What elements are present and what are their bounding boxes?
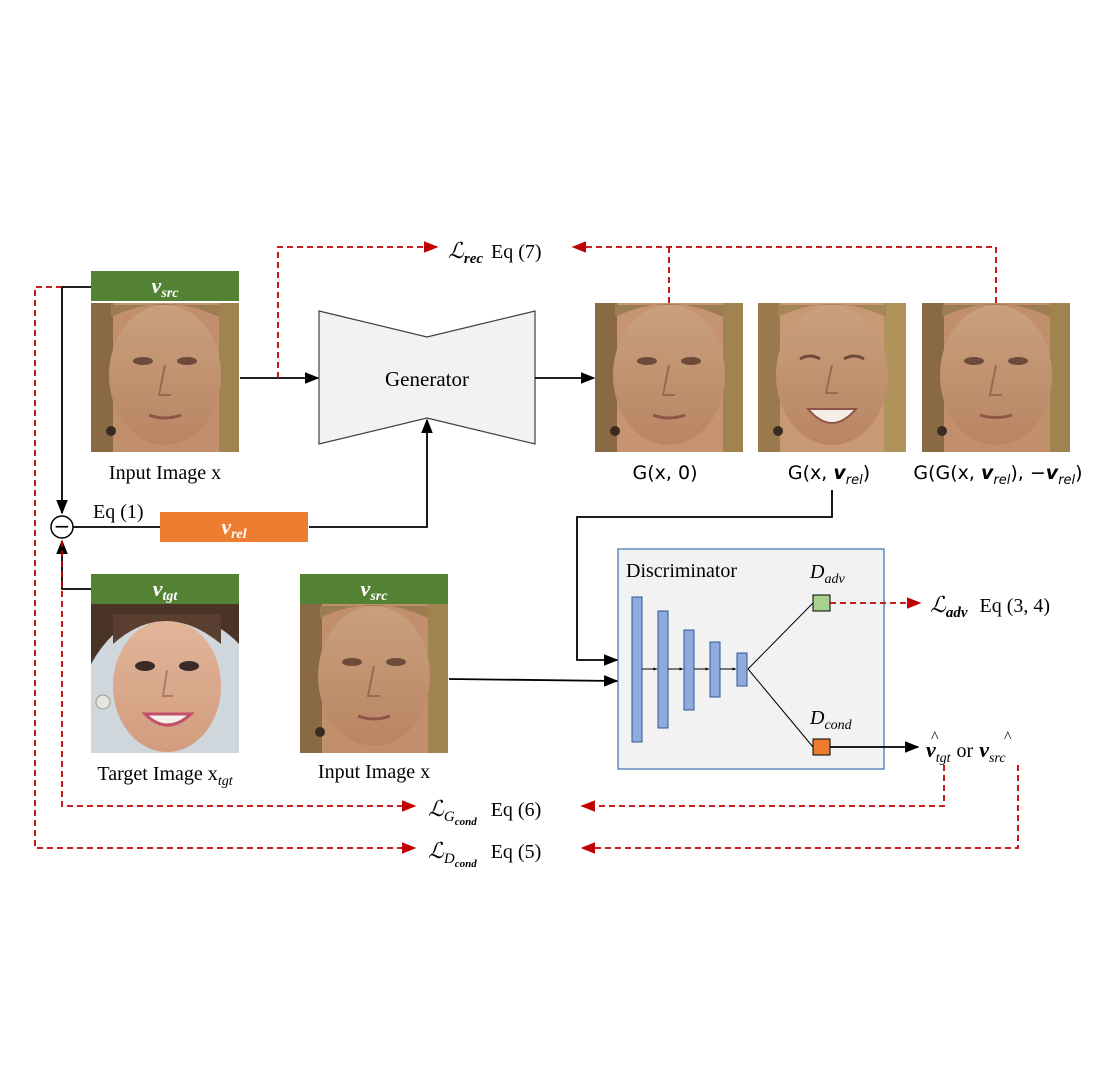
v-src-bar-bottom-label: vsrc [361, 576, 389, 604]
arrow-vsrc-to-subtract [56, 286, 91, 515]
v-rel-bar-label: vrel [221, 514, 246, 542]
output-caption-cycle: G(G(x, vrel), −vrel) [913, 462, 1082, 488]
generator-block [318, 310, 536, 445]
v-src-bar-bottom [300, 574, 448, 604]
d-adv-node [812, 594, 831, 612]
disc-layer-3 [683, 629, 695, 711]
dcond-loss-label: ℒDcondEq (5) [428, 838, 541, 870]
target-image-caption: Target Image xtgt [97, 763, 233, 789]
generator-label: Generator [385, 367, 469, 391]
arrow-vrel-to-generator [309, 418, 433, 528]
output-caption-reconstructed: G(x, 0) [633, 462, 698, 484]
disc-layer-5 [736, 652, 748, 687]
v-rel-bar [160, 512, 308, 542]
disc-layer-4 [709, 641, 721, 698]
v-src-bar-top-label: vsrc [152, 273, 180, 301]
arrow-vtgt-to-subtract [56, 539, 91, 590]
output-face-smiling [758, 303, 906, 452]
v-tgt-bar-label: vtgt [153, 576, 179, 604]
cond-hat-2: ^ [1004, 729, 1012, 746]
arrow-real-to-discriminator [448, 675, 619, 687]
output-caption-smiling: G(x, vrel) [788, 462, 870, 488]
rec-loss-right-arrow [571, 241, 997, 303]
disc-layer-2 [657, 610, 669, 729]
gcond-loss-right-arrow [580, 765, 945, 812]
discriminator-label: Discriminator [626, 560, 737, 582]
output-face-cycle [922, 303, 1070, 452]
d-cond-label: Dcond [809, 707, 853, 733]
output-face-reconstructed [595, 303, 743, 452]
input-image-face-2 [300, 604, 448, 753]
dcond-loss-left-arrow [34, 286, 417, 854]
d-cond-node [812, 738, 831, 756]
subtract-node [50, 515, 74, 539]
d-adv-label: Dadv [809, 561, 845, 587]
rec-loss-left-arrow [277, 241, 439, 378]
v-tgt-bar [91, 574, 239, 604]
gcond-loss-left-arrow [61, 541, 417, 812]
input-image-caption-2: Input Image x [318, 761, 430, 783]
arrow-fake-to-discriminator [576, 490, 833, 666]
v-src-bar-top [91, 271, 239, 301]
subtract-symbol: − [54, 514, 71, 538]
gcond-loss-label: ℒGcondEq (6) [428, 796, 541, 828]
dcond-loss-right-arrow [580, 765, 1019, 854]
input-image-caption: Input Image x [109, 462, 221, 484]
disc-branch-cond [747, 668, 814, 748]
cond-hat-1: ^ [931, 729, 939, 746]
input-image-face [91, 303, 239, 452]
disc-layer-1 [631, 596, 643, 743]
eq1-label: Eq (1) [93, 501, 144, 523]
target-image-face [91, 604, 239, 753]
disc-branch-adv [747, 602, 814, 670]
